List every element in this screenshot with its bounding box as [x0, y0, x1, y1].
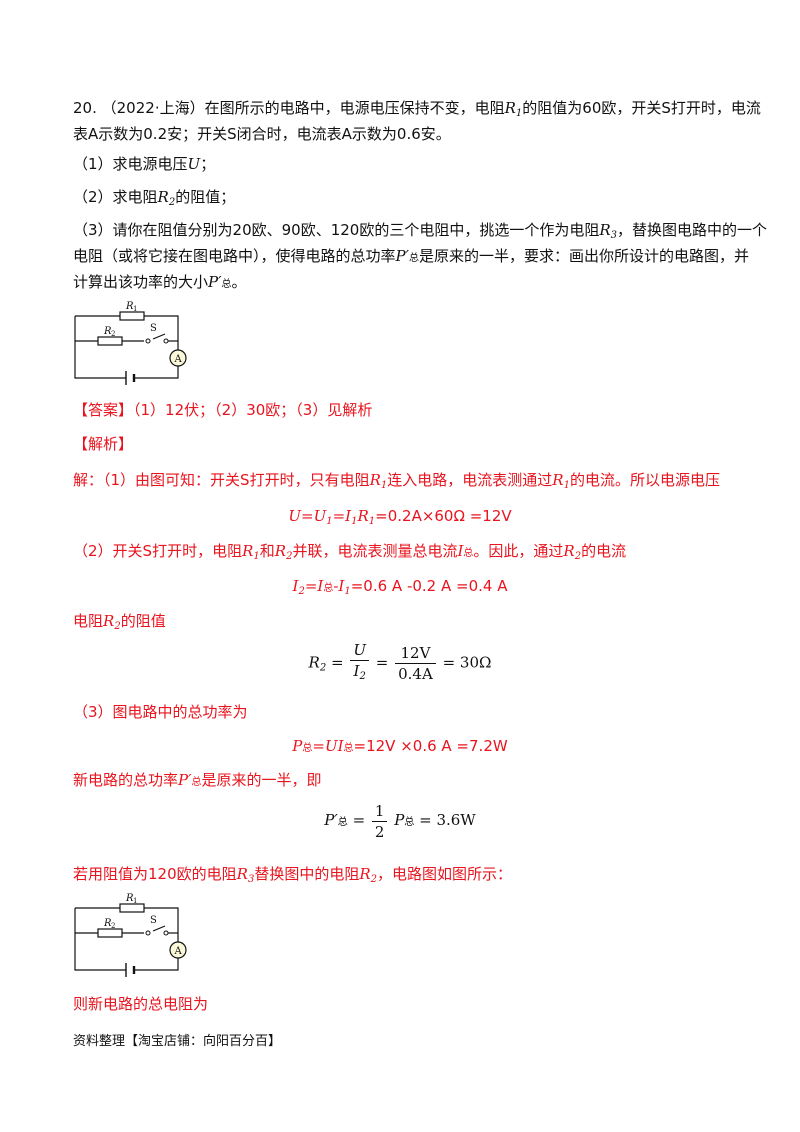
r1-label-2: R: [125, 893, 134, 904]
answer-line: 【答案】（1）12伏；（2）30欧；（3）见解析: [73, 401, 373, 419]
circuit-diagram-original: A R 1 R 2 S: [74, 301, 187, 385]
question-part-1: （1）求电源电压U；: [73, 155, 216, 173]
ammeter-label-2: A: [174, 946, 183, 957]
equation-4: P总=UI总=12V ×0.6 A =7.2W: [292, 737, 508, 755]
analysis-line-6: 若用阻值为120欧的电阻R3替换图中的电阻R2，电路图如图所示：: [73, 865, 513, 885]
switch-label: S: [150, 323, 157, 334]
svg-text:1: 1: [133, 897, 137, 905]
question-part-3-line-1: （3）请你在阻值分别为20欧、90欧、120欧的三个电阻中，挑选一个作为电阻R3…: [73, 221, 768, 241]
svg-text:1: 1: [133, 305, 137, 313]
question-part-2: （2）求电阻R2的阻值；: [73, 188, 236, 208]
analysis-line-5: 新电路的总功率P′总是原来的一半，即: [73, 771, 322, 789]
svg-text:2: 2: [111, 922, 115, 930]
analysis-line-1: 解：（1）由图可知：开关S打开时，只有电阻R1连入电路，电流表测通过R1的电流。…: [73, 471, 720, 491]
equation-1: U=U1=I1R1=0.2A×60Ω =12V: [288, 507, 512, 527]
r2-label-2: R: [103, 918, 112, 929]
ammeter-label: A: [174, 354, 183, 365]
equation-2: I2=I总-I1=0.6 A -0.2 A =0.4 A: [292, 577, 508, 597]
analysis-label: 【解析】: [73, 435, 134, 453]
r1-label: R: [125, 301, 134, 312]
footer-text: 资料整理【淘宝店铺：向阳百分百】: [73, 1034, 282, 1049]
question-line-1: 20. （2022·上海）在图所示的电路中，电源电压保持不变，电阻R1的阻值为6…: [73, 99, 761, 119]
svg-text:2: 2: [111, 330, 115, 338]
analysis-line-3: 电阻R2的阻值: [73, 612, 166, 632]
r2-label: R: [103, 326, 112, 337]
analysis-line-2: （2）开关S打开时，电阻R1和R2并联，电流表测量总电流I总。因此，通过R2的电…: [73, 542, 627, 562]
question-line-2: 表A示数为0.2安；开关S闭合时，电流表A示数为0.6安。: [73, 125, 451, 143]
question-part-3-line-2: 电阻（或将它接在图电路中），使得电路的总功率P′总是原来的一半，要求：画出你所设…: [73, 247, 750, 265]
analysis-line-4: （3）图电路中的总功率为: [73, 703, 248, 721]
analysis-line-7: 则新电路的总电阻为: [73, 995, 209, 1013]
question-part-3-line-3: 计算出该功率的大小P′总。: [73, 273, 247, 291]
switch-label-2: S: [150, 915, 157, 926]
circuit-diagram-new: A R 1 R 2 S: [74, 893, 187, 977]
